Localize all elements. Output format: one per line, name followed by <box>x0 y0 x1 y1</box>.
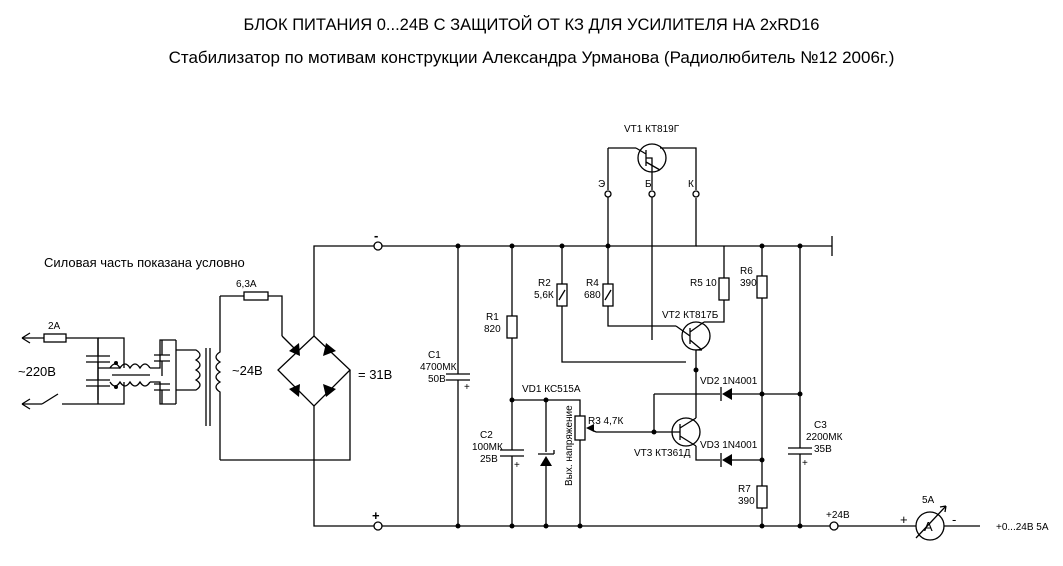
c1-voltage: 50В <box>428 374 446 385</box>
svg-text:R3 4,7К: R3 4,7К <box>588 416 623 427</box>
power-note: Силовая часть показана условно <box>44 255 245 270</box>
svg-text:VT1 КТ819Г: VT1 КТ819Г <box>624 124 680 135</box>
svg-text:35В: 35В <box>814 444 832 455</box>
svg-text:C2: C2 <box>480 430 493 441</box>
meter-rating: 5А <box>922 495 935 506</box>
svg-text:VD2 1N4001: VD2 1N4001 <box>700 376 758 387</box>
pin-b: Б <box>645 179 652 190</box>
svg-text:390: 390 <box>738 496 755 507</box>
diagram-title: БЛОК ПИТАНИЯ 0...24В С ЗАЩИТОЙ ОТ КЗ ДЛЯ… <box>243 16 820 34</box>
svg-text:+: + <box>802 458 808 469</box>
resistor-r1: R1 820 <box>484 246 518 450</box>
svg-text:+: + <box>514 460 520 471</box>
svg-text:R4: R4 <box>586 278 599 289</box>
ammeter: A 5А + - +0...24В 5А <box>900 495 1049 541</box>
svg-text:VT3 КТ361Д: VT3 КТ361Д <box>634 448 691 459</box>
resistor-r7: R7 390 <box>738 460 768 526</box>
svg-text:680: 680 <box>584 290 601 301</box>
capacitor-c1: + C1 4700МК 50В <box>420 246 470 526</box>
minus-label: - <box>374 228 378 243</box>
transistor-vt1: VT1 КТ819Г Э Б К <box>598 124 700 340</box>
terminal-minus <box>373 241 383 251</box>
r3-caption: Вых. напряжение <box>564 405 575 486</box>
diode-vd2: VD2 1N4001 <box>653 376 800 432</box>
svg-text:100МК: 100МК <box>472 442 503 453</box>
diagram-subtitle: Стабилизатор по мотивам конструкции Алек… <box>168 48 895 67</box>
svg-text:+: + <box>900 512 908 527</box>
mains-input: 2А ~220В <box>18 321 99 410</box>
svg-text:-: - <box>952 512 956 527</box>
meter-symbol: A <box>924 519 933 534</box>
svg-text:820: 820 <box>484 324 501 335</box>
c1-value: 4700МК <box>420 362 457 373</box>
svg-text:2200МК: 2200МК <box>806 432 843 443</box>
resistor-r2: R2 5,6К <box>534 246 686 363</box>
pin-k: К <box>688 179 694 190</box>
fuse-main <box>43 333 67 343</box>
resistor-r4: R4 680 <box>584 246 676 327</box>
fuse-main-label: 2А <box>48 321 61 332</box>
line-filter <box>86 337 177 405</box>
potentiometer-r3: R3 4,7К Вых. напряжение <box>564 405 654 526</box>
fuse-secondary <box>243 291 269 301</box>
mains-label: ~220В <box>18 364 56 379</box>
transistor-vt3: VT3 КТ361Д <box>634 417 720 461</box>
svg-text:390: 390 <box>740 278 757 289</box>
svg-text:VD3 1N4001: VD3 1N4001 <box>700 440 758 451</box>
diode-vd3: VD3 1N4001 <box>700 440 762 467</box>
bridge-rectifier: = 31В <box>277 245 392 527</box>
rectified-voltage: = 31В <box>358 367 392 382</box>
secondary-voltage: ~24В <box>232 363 263 378</box>
resistor-r5: R5 10 <box>690 246 730 301</box>
svg-text:VD1 КС515А: VD1 КС515А <box>522 384 581 395</box>
svg-text:R6: R6 <box>740 266 753 277</box>
svg-text:5,6К: 5,6К <box>534 290 554 301</box>
svg-text:+: + <box>464 382 470 393</box>
plus-label: + <box>372 508 380 523</box>
capacitor-c2: + C2 100МК 25В <box>472 430 524 526</box>
svg-text:R7: R7 <box>738 484 751 495</box>
svg-text:R2: R2 <box>538 278 551 289</box>
output-label: +0...24В 5А <box>996 522 1049 533</box>
out-voltage-label: +24В <box>826 510 850 521</box>
capacitor-c3: + C3 2200МК 35В <box>788 246 843 526</box>
fuse-secondary-label: 6,3А <box>236 279 257 290</box>
pin-e: Э <box>598 179 605 190</box>
zener-vd1: VD1 КС515А <box>512 384 581 526</box>
svg-text:VT2 КТ817Б: VT2 КТ817Б <box>662 310 719 321</box>
terminal-out-plus <box>829 521 839 531</box>
svg-text:R5 10: R5 10 <box>690 278 717 289</box>
svg-text:R1: R1 <box>486 312 499 323</box>
svg-text:25В: 25В <box>480 454 498 465</box>
c1-name: C1 <box>428 350 441 361</box>
svg-text:C3: C3 <box>814 420 827 431</box>
terminal-plus <box>373 521 383 531</box>
transformer: ~24В 6,3А <box>176 279 351 461</box>
transistor-vt2: VT2 КТ817Б <box>662 300 725 418</box>
resistor-r6: R6 390 <box>740 246 768 460</box>
